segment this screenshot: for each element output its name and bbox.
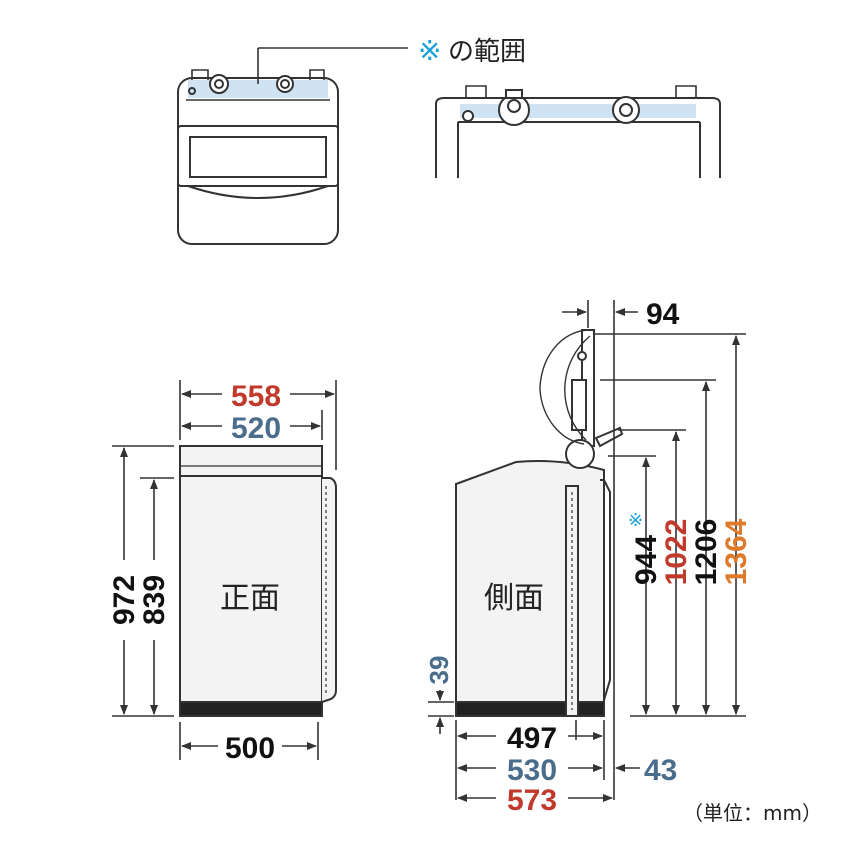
- side-offset-top: 94: [646, 298, 680, 331]
- side-foot-height: 39: [424, 656, 454, 685]
- front-height-body: 839: [138, 575, 171, 625]
- side-view-label: 側面: [484, 581, 544, 616]
- side-height-944: 944: [630, 535, 663, 585]
- side-note-mark: ※: [628, 510, 643, 531]
- side-height-1022: 1022: [660, 519, 693, 586]
- enlarged-highlight: [460, 104, 696, 118]
- front-view-machine: [179, 445, 337, 717]
- legend-text: の範囲: [448, 37, 526, 67]
- front-width-base: 500: [225, 732, 275, 765]
- front-height-total: 972: [108, 575, 141, 625]
- side-dim-lines: [428, 300, 746, 802]
- front-dim-lines: [112, 380, 337, 760]
- front-width-body: 520: [231, 412, 281, 445]
- front-view-label: 正面: [220, 581, 280, 616]
- legend-mark: ※: [418, 34, 441, 67]
- side-height-1206: 1206: [690, 519, 723, 586]
- top-view-machine: [177, 69, 339, 245]
- front-width-top: 558: [231, 380, 281, 413]
- side-depth-mid: 530: [507, 754, 557, 787]
- top-view-enlarged: [435, 85, 721, 178]
- side-depth-body: 497: [507, 722, 557, 755]
- unit-label: （単位：mm）: [683, 801, 822, 825]
- side-depth-total: 573: [507, 784, 557, 817]
- side-offset-back: 43: [644, 754, 677, 787]
- side-height-1364: 1364: [720, 518, 753, 585]
- side-view-machine: [455, 329, 624, 717]
